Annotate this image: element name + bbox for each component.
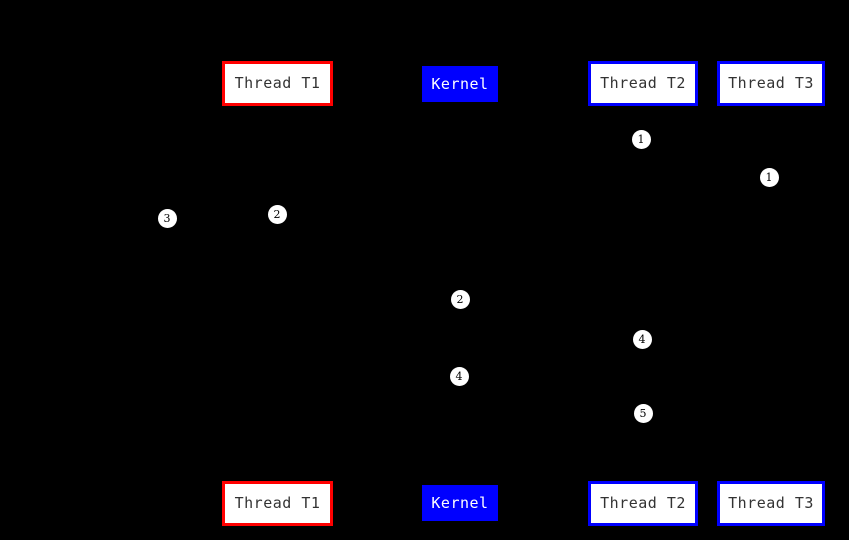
lifeline-t2 [643, 106, 644, 481]
header-box-t2[interactable]: Thread T2 [588, 61, 698, 106]
header-box-kernel[interactable]: Kernel [422, 66, 498, 102]
header-box-t3[interactable]: Thread T3 [717, 61, 825, 106]
step-badge-8: 5 [633, 403, 653, 423]
header-box-t1[interactable]: Thread T1 [222, 61, 333, 106]
footer-box-label-t1: Thread T1 [234, 494, 321, 512]
step-badge-2: 1 [759, 167, 779, 187]
lifeline-t3 [771, 106, 772, 481]
header-box-label-t1: Thread T1 [234, 74, 321, 92]
step-badge-5: 2 [450, 289, 470, 309]
footer-box-label-t2: Thread T2 [600, 494, 686, 512]
footer-box-t3[interactable]: Thread T3 [717, 481, 825, 526]
step-badge-4: 2 [267, 204, 287, 224]
header-box-label-t2: Thread T2 [600, 74, 686, 92]
footer-box-t1[interactable]: Thread T1 [222, 481, 333, 526]
header-box-label-t3: Thread T3 [728, 74, 814, 92]
footer-box-kernel[interactable]: Kernel [422, 485, 498, 521]
step-badge-6: 4 [632, 329, 652, 349]
step-badge-3: 3 [157, 208, 177, 228]
step-badge-1: 1 [631, 129, 651, 149]
header-box-label-kernel: Kernel [431, 74, 489, 93]
footer-box-label-kernel: Kernel [431, 493, 489, 512]
step-badge-7: 4 [449, 366, 469, 386]
footer-box-label-t3: Thread T3 [728, 494, 814, 512]
lifeline-t1 [277, 106, 278, 481]
footer-box-t2[interactable]: Thread T2 [588, 481, 698, 526]
message-line-3 [167, 216, 277, 217]
